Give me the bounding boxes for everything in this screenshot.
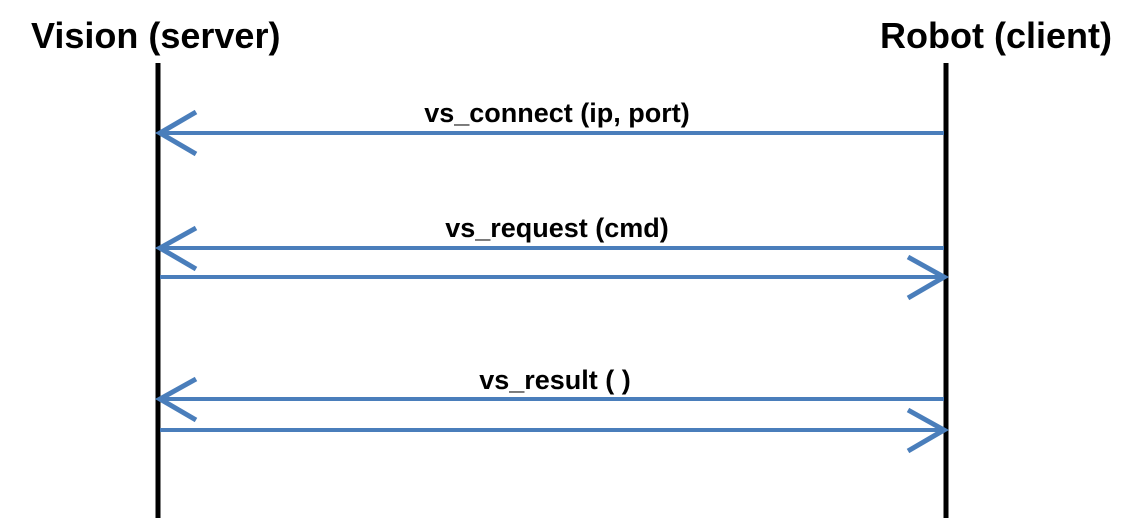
message-arrow-vs-connect bbox=[155, 109, 944, 157]
actor-label-vision: Vision (server) bbox=[31, 15, 281, 56]
arrowhead-right-vs-result bbox=[906, 407, 950, 454]
actor-label-robot: Robot (client) bbox=[880, 15, 1112, 56]
message-arrow-vs-request-out bbox=[160, 254, 950, 301]
message-arrow-vs-result-out bbox=[160, 407, 950, 454]
message-label-vs-connect: vs_connect (ip, port) bbox=[424, 98, 690, 128]
arrowhead-right-vs-request bbox=[906, 254, 950, 301]
message-label-vs-request: vs_request (cmd) bbox=[445, 213, 669, 243]
message-arrow-vs-request-in bbox=[154, 225, 944, 272]
arrowhead-left-vs-connect bbox=[155, 109, 198, 157]
arrowhead-left-vs-result bbox=[154, 376, 198, 423]
arrowhead-left-vs-request bbox=[154, 225, 198, 272]
message-label-vs-result: vs_result ( ) bbox=[479, 365, 631, 395]
message-arrow-vs-result-in bbox=[154, 376, 944, 423]
